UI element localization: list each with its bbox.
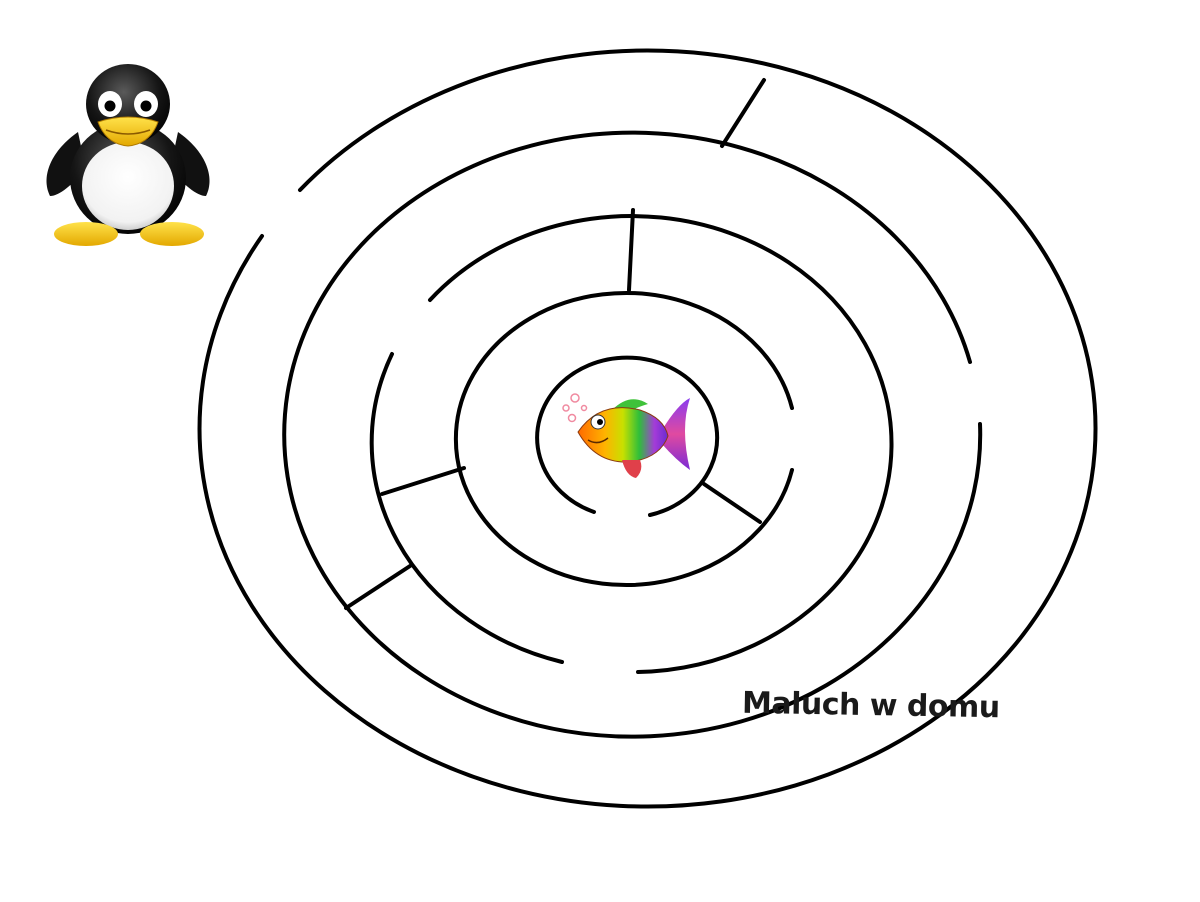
maze-rings: [197, 48, 1098, 809]
watermark-text: Maluch w domu: [741, 685, 1000, 726]
maze-ring-4: [453, 291, 794, 587]
maze-ring-1: [197, 48, 1098, 809]
maze-walls: [344, 78, 766, 610]
fish-icon: [562, 393, 690, 478]
maze-ring-5: [535, 355, 720, 517]
maze-ring-2: [282, 130, 983, 739]
maze-wall-right-lower: [702, 482, 762, 524]
maze-wall-top-right: [720, 78, 766, 148]
maze-wall-left-lower: [344, 564, 412, 610]
penguin-icon: [46, 64, 210, 246]
maze-ring-3b: [369, 352, 564, 664]
maze-wall-left-middle: [380, 466, 466, 496]
maze-wall-top-middle: [627, 208, 635, 292]
maze-ring-3: [428, 214, 894, 674]
